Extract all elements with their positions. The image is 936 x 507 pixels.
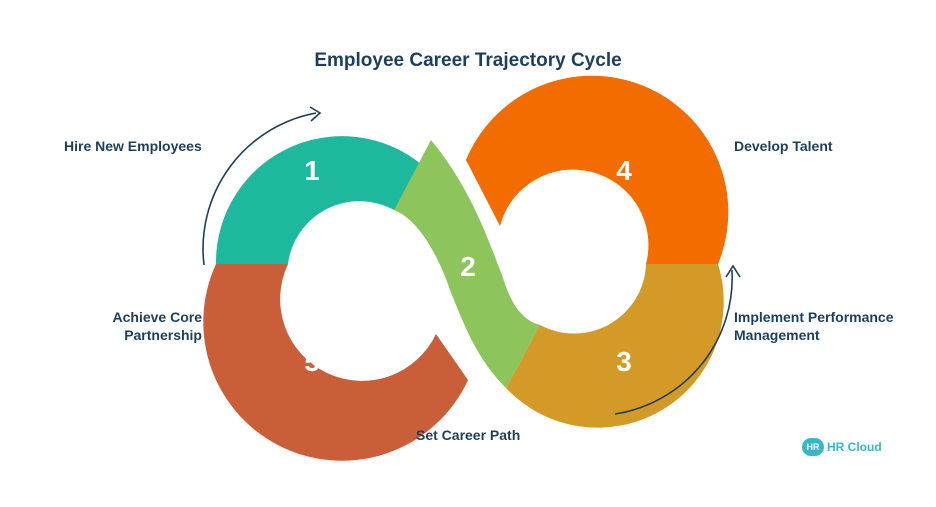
- hr-cloud-logo: HR HR Cloud: [802, 438, 882, 456]
- label-develop-talent: Develop Talent: [734, 138, 833, 154]
- page-title: Employee Career Trajectory Cycle: [314, 50, 622, 71]
- logo-text: HR Cloud: [827, 440, 882, 454]
- segment-5: [203, 264, 468, 461]
- cloud-icon: HR: [802, 438, 824, 456]
- stage-number-4: 4: [616, 155, 632, 186]
- right-arrowhead: [725, 264, 741, 278]
- label-hire-new-employees: Hire New Employees: [64, 138, 202, 154]
- stage-number-1: 1: [304, 155, 320, 186]
- label-implement-performance-management: Implement Performance Management: [734, 309, 894, 343]
- left-cycle-arrow: [202, 112, 317, 266]
- segment-4: [466, 75, 729, 264]
- label-set-career-path: Set Career Path: [416, 427, 521, 443]
- segment-3: [506, 264, 724, 428]
- stage-number-5: 5: [304, 346, 320, 377]
- stage-number-3: 3: [616, 346, 632, 377]
- segment-1: [215, 136, 431, 264]
- right-cycle-arrow: [614, 269, 733, 415]
- label-achieve-core-partnership: Achieve Core Partnership: [112, 309, 202, 343]
- segment-2: [394, 140, 540, 388]
- stage-number-2: 2: [460, 251, 476, 282]
- left-arrowhead: [309, 106, 322, 122]
